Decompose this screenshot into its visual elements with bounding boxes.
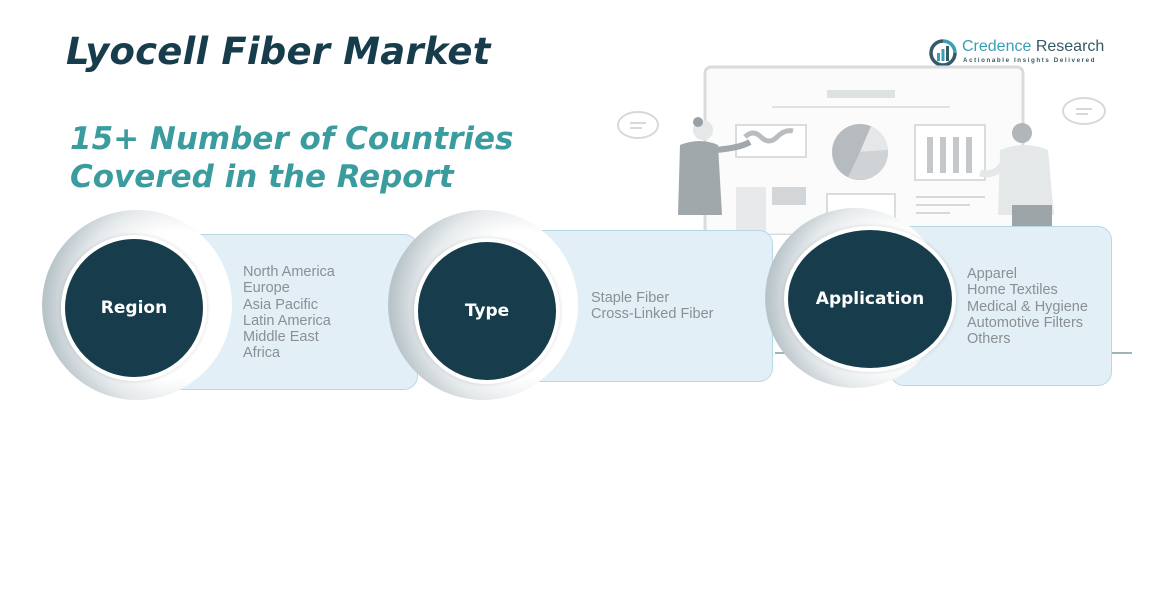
- page-title: Lyocell Fiber Market: [66, 30, 491, 73]
- list-item: Europe: [243, 280, 290, 297]
- list-item: Middle East: [243, 329, 319, 346]
- subtitle-line-1: 15+ Number of Countries: [70, 121, 514, 157]
- list-item: Apparel: [967, 266, 1017, 282]
- application-items-list: Apparel Home Textiles Medical & Hygiene …: [967, 266, 1088, 347]
- region-items-list: North America Europe Asia Pacific Latin …: [243, 264, 335, 362]
- countries-covered-heading: 15+ Number of Countries Covered in the R…: [70, 120, 514, 196]
- list-item: Africa: [243, 345, 281, 362]
- type-circle: Type: [414, 238, 560, 384]
- list-item: Staple Fiber: [591, 290, 670, 306]
- list-item: Automotive Filters: [967, 314, 1084, 331]
- list-item: Asia Pacific: [243, 296, 318, 313]
- list-item: Latin America: [243, 312, 331, 329]
- segment-label-type: Type: [464, 301, 510, 321]
- application-circle: Application: [784, 226, 956, 372]
- list-item: Medical & Hygiene: [967, 298, 1088, 315]
- type-items-list: Staple Fiber Cross-Linked Fiber: [591, 290, 714, 323]
- list-item: Others: [967, 331, 1011, 348]
- region-circle: Region: [61, 235, 207, 381]
- presentation-people-with-charts-icon: [617, 65, 1106, 235]
- bar-chart-in-circle-icon: [929, 39, 957, 67]
- segment-label-application: Application: [815, 289, 925, 309]
- credence-research-logo: Credence Research Actionable Insights De…: [929, 37, 1114, 69]
- logo-tagline: Actionable Insights Delivered: [963, 57, 1097, 64]
- subtitle-line-2: Covered in the Report: [70, 159, 454, 195]
- list-item: North America: [243, 264, 335, 280]
- segment-label-region: Region: [100, 298, 168, 318]
- logo-name: Credence Research: [962, 38, 1105, 55]
- list-item: Cross-Linked Fiber: [591, 306, 714, 323]
- list-item: Home Textiles: [967, 282, 1058, 299]
